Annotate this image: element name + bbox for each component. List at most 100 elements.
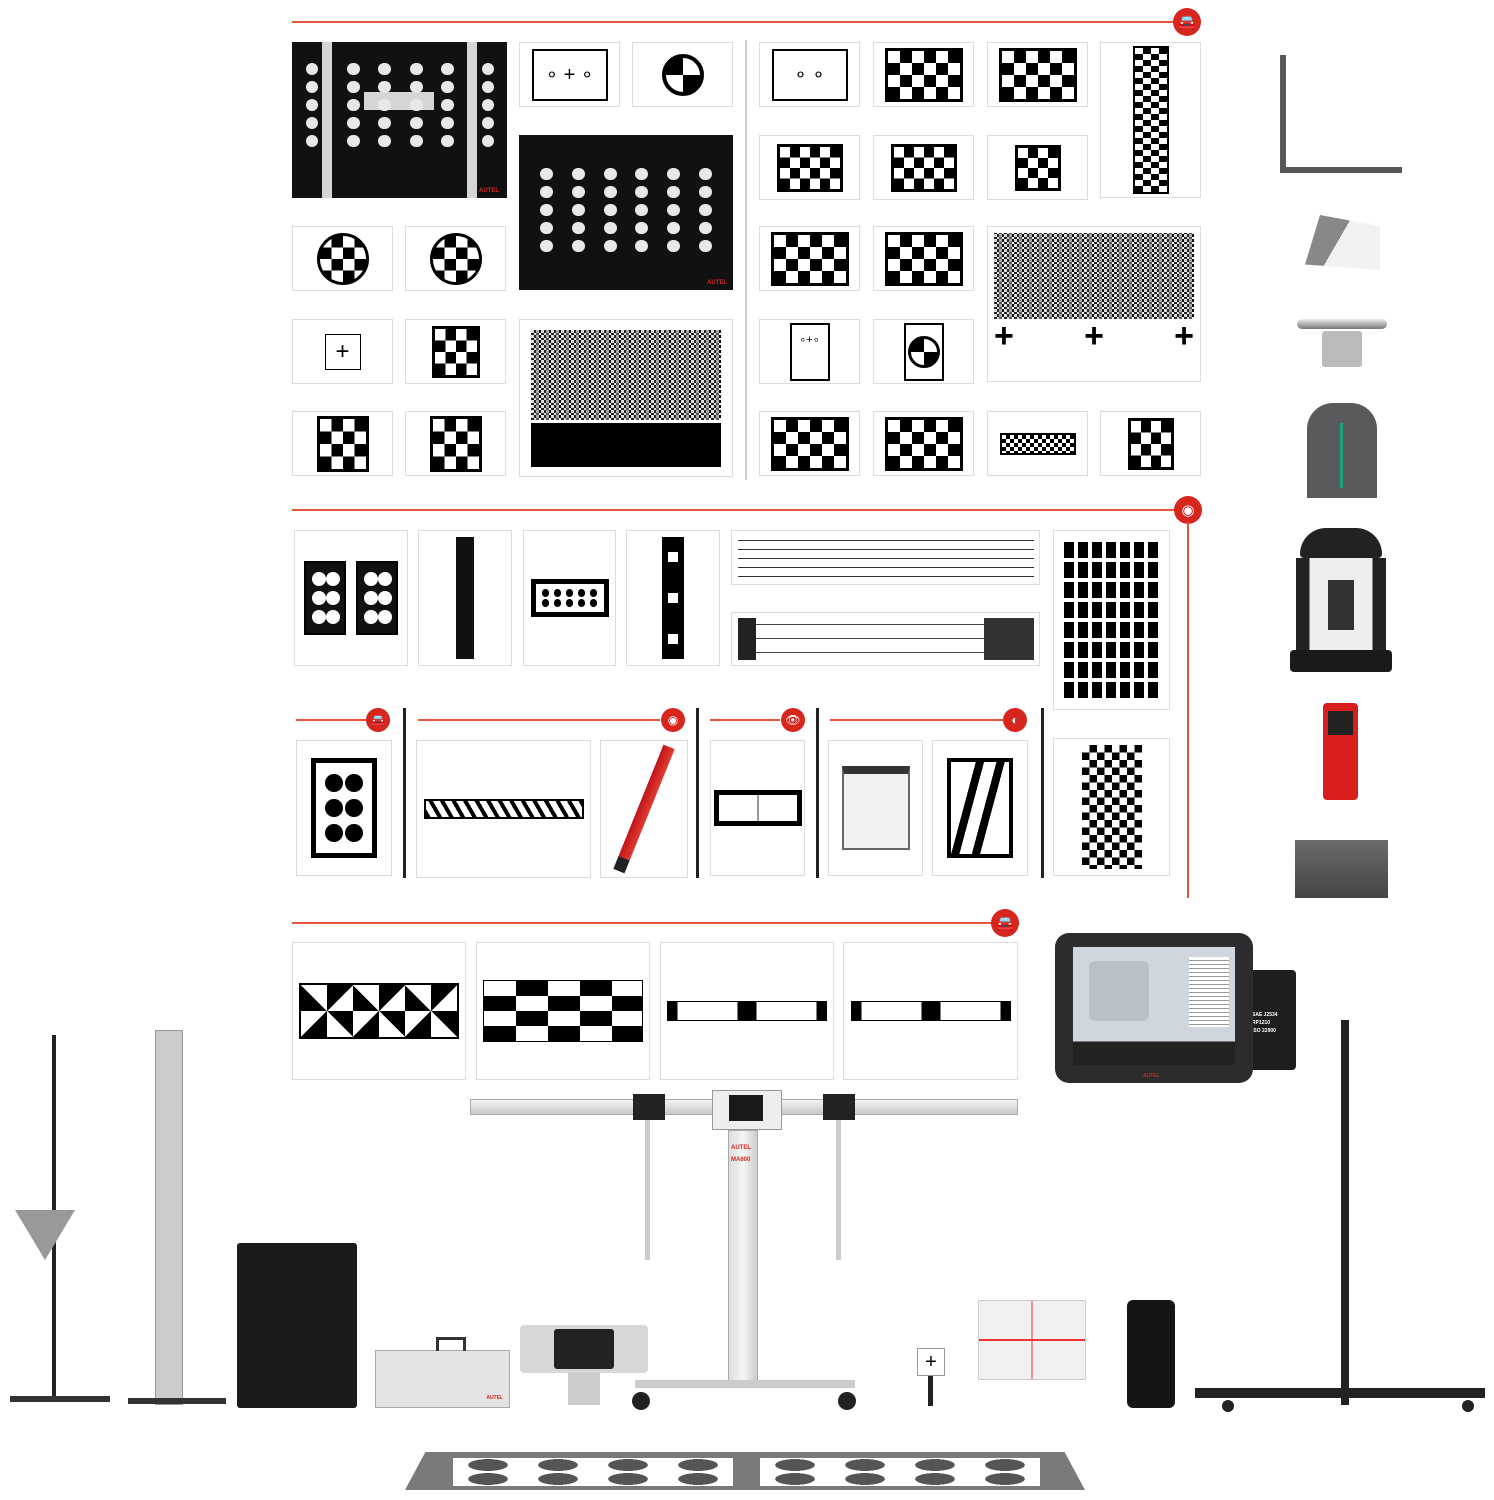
target-dot <box>572 167 585 181</box>
target-dot <box>481 80 495 94</box>
target-card-rulers-checker <box>731 612 1040 666</box>
target-dot <box>364 571 378 586</box>
target-card-checker <box>873 226 974 291</box>
target-dot <box>378 62 392 76</box>
laser-pointer <box>1297 315 1387 370</box>
target-dot <box>589 599 598 607</box>
target-card-checker-column <box>1053 738 1170 876</box>
tall-calibration-bar <box>155 1030 183 1405</box>
target-board-dot-grid: AUTEL <box>519 135 733 290</box>
target-dot <box>440 134 454 148</box>
target-board-h-pattern: AUTEL <box>292 42 507 198</box>
target-dot <box>364 591 378 605</box>
target-dot <box>667 185 680 199</box>
target-card-two-dots: ∘ ∘ <box>759 42 860 107</box>
target-card-checker <box>987 42 1088 107</box>
target-dot <box>312 591 326 605</box>
tall-stand-wheel <box>1222 1400 1234 1412</box>
tall-stand-wheel <box>1462 1400 1474 1412</box>
eye-subsection-icon: 👁 <box>781 708 805 732</box>
l-bracket-base <box>1280 167 1402 173</box>
subsection-line <box>710 719 780 721</box>
subsection-line <box>418 719 660 721</box>
target-card-checker <box>759 135 860 200</box>
target-dot <box>635 167 649 181</box>
target-dot <box>667 203 680 217</box>
target-dot <box>409 116 423 130</box>
target-dot <box>305 98 319 112</box>
target-dot <box>553 599 562 607</box>
target-dot <box>541 589 550 597</box>
reflector-panel <box>1307 403 1377 498</box>
target-dot <box>572 185 585 199</box>
target-card-checker <box>759 411 860 476</box>
target-dot <box>603 185 617 199</box>
tablet-brand: AUTEL <box>1143 1073 1160 1079</box>
target-card-tall-bar <box>418 530 512 666</box>
target-card-checker-strip <box>1100 42 1201 198</box>
target-dot <box>440 98 454 112</box>
cross-line-laser-level <box>1290 528 1392 672</box>
target-dot <box>572 239 585 253</box>
target-board-noise: +++ <box>987 226 1201 382</box>
vci-label: RP1210 <box>1252 1020 1271 1026</box>
target-card-dot-panel <box>523 530 616 666</box>
subsection-line <box>296 719 366 721</box>
subsection-line <box>830 719 1003 721</box>
section-divider-rear <box>292 922 992 924</box>
frame-brand: AUTEL <box>731 1145 751 1151</box>
target-dot <box>481 134 495 148</box>
storage-box <box>1295 840 1388 898</box>
target-carry-case: AUTEL <box>375 1337 510 1408</box>
night-vision-target-case <box>828 740 923 876</box>
frame-wheel <box>632 1392 650 1410</box>
target-dot <box>312 610 326 625</box>
divider <box>696 708 699 878</box>
target-dot <box>540 239 554 253</box>
brand-mark: AUTEL <box>707 280 727 286</box>
divider <box>1041 708 1044 878</box>
target-dot <box>347 80 361 94</box>
target-card-checker <box>292 411 393 476</box>
target-dot <box>409 98 423 112</box>
target-card-bar-grid <box>1053 530 1170 710</box>
case-brand: AUTEL <box>486 1395 503 1401</box>
target-dot <box>572 221 585 235</box>
target-dot <box>603 167 617 181</box>
small-target-stand <box>928 1376 933 1406</box>
pole-stand-base <box>10 1396 110 1402</box>
frame-model: MA600 <box>731 1157 751 1163</box>
target-dot <box>635 239 649 253</box>
small-cross-target: + <box>917 1348 945 1376</box>
tall-stand-pole <box>1341 1020 1349 1405</box>
triangle-reflector <box>15 1210 75 1260</box>
target-dot <box>553 589 562 597</box>
target-dot <box>347 134 361 148</box>
frame-wheel <box>838 1392 856 1410</box>
target-card-lane-lines <box>932 740 1028 876</box>
target-dot <box>603 221 617 235</box>
divider <box>403 708 406 878</box>
target-dot <box>577 599 586 607</box>
target-dot <box>577 589 586 597</box>
rear-camera-section-icon: 🚘 <box>991 909 1019 937</box>
target-dot <box>325 591 340 605</box>
target-card-checker <box>873 135 974 200</box>
target-card-checker <box>1100 411 1201 476</box>
target-dot <box>345 823 363 842</box>
target-card-small-checkers <box>987 411 1088 476</box>
target-dot <box>635 221 649 235</box>
crossbar-hanger <box>836 1120 841 1260</box>
vci-label: ISO 22900 <box>1252 1028 1276 1034</box>
target-dot <box>325 774 343 793</box>
tall-bar-base <box>128 1398 226 1404</box>
target-card-plus: + <box>292 319 393 384</box>
frame-column: AUTEL MA600 <box>728 1130 758 1385</box>
target-dot <box>312 571 326 586</box>
target-card-quadrant-circle <box>873 319 974 384</box>
target-dot <box>540 185 554 199</box>
black-calibration-plate <box>237 1243 357 1408</box>
prism-reflector <box>1305 215 1380 270</box>
camera-subsection-icon: 🚘 <box>366 708 390 732</box>
target-card-checker <box>873 411 974 476</box>
